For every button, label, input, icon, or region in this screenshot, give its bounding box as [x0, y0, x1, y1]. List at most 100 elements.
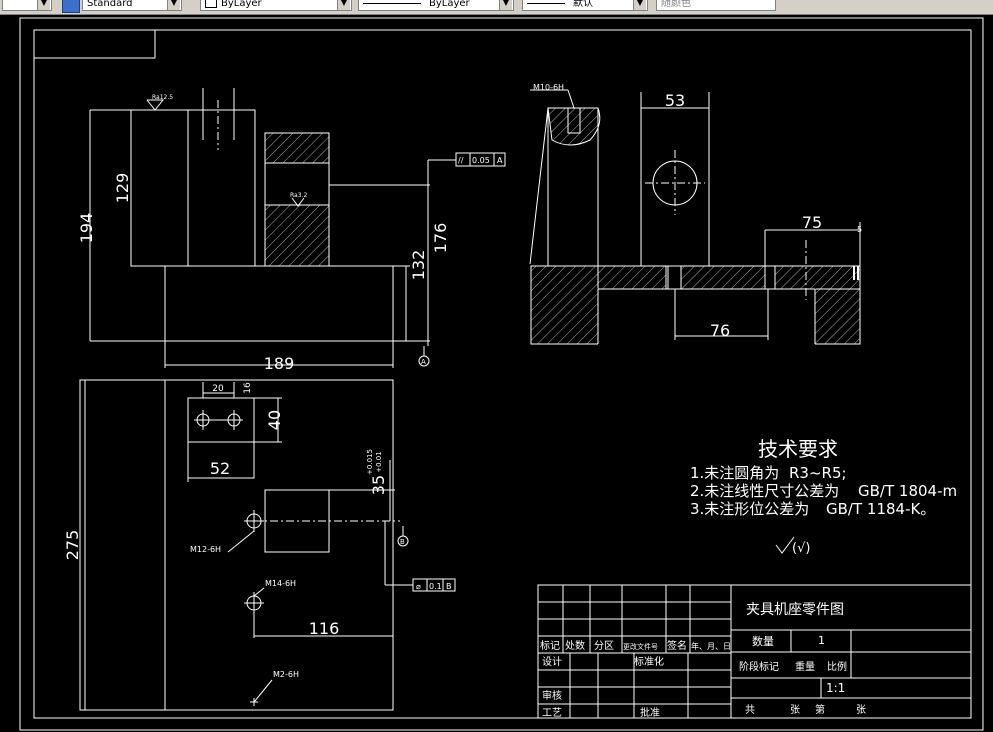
- dim-53: 53: [665, 91, 685, 110]
- dim-116: 116: [309, 619, 340, 638]
- dim-5: 5: [857, 225, 862, 234]
- fcf-parallelism: [455, 152, 506, 167]
- text-style-dropdown[interactable]: Standard ▼: [82, 0, 182, 11]
- front-view: [89, 88, 506, 368]
- upright-block: [130, 109, 256, 267]
- section-hatch-bottom: [264, 204, 330, 267]
- fcf2-datum: B: [446, 582, 452, 591]
- tech-line-3-label: 3.未注形位公差为: [690, 500, 809, 518]
- toolbar: ▼ Standard ▼ ByLayer ▼ ByLayer ▼ 默认 ▼ 随颜色: [0, 0, 993, 15]
- fcf1-symbol: //: [458, 156, 464, 165]
- top-outline: [79, 379, 394, 711]
- dim-52: 52: [210, 459, 230, 478]
- qty-value: 1: [818, 634, 825, 647]
- roughness-ra1: Ra12.5: [152, 94, 173, 101]
- header-mark: 标记: [540, 640, 560, 652]
- title-block: [537, 584, 972, 719]
- tech-line-3-value: GB/T 1184-K。: [826, 500, 935, 518]
- base-block: [164, 265, 394, 342]
- sheet-border: [19, 17, 984, 731]
- dim-194: 194: [77, 213, 96, 244]
- layer-dropdown[interactable]: ByLayer ▼: [200, 0, 352, 11]
- dim-35: 35: [369, 475, 388, 495]
- tech-title: 技术要求: [758, 437, 838, 461]
- section-view: [529, 89, 861, 345]
- callout-m14: M14-6H: [265, 579, 296, 588]
- part-name: 夹具机座零件图: [746, 602, 844, 618]
- fcf2-value: 0.1: [429, 582, 442, 591]
- label-approve: 批准: [640, 706, 660, 719]
- label-scale: 比例: [827, 660, 847, 673]
- lineweight-value: 默认: [573, 0, 593, 9]
- tech-line-2-value: GB/T 1804-m: [858, 482, 957, 500]
- fcf1-value: 0.05: [472, 156, 490, 165]
- roughness-symbol-2: [291, 197, 305, 207]
- tech-roughness: (√): [792, 541, 810, 556]
- roughness-ra2: Ra3.2: [290, 192, 307, 199]
- chevron-down-icon: ▼: [633, 0, 646, 10]
- dim-275: 275: [63, 530, 82, 561]
- roughness-symbol-1: [146, 99, 165, 111]
- tech-line-1-value: R3~R5;: [789, 464, 847, 482]
- header-date: 年、月、日: [691, 641, 731, 651]
- roughness-symbol-3: [775, 536, 795, 554]
- label-design: 设计: [542, 655, 562, 668]
- color-swatch-icon: [205, 0, 217, 8]
- tech-line-2-label: 2.未注线性尺寸公差为: [690, 482, 839, 500]
- chevron-down-icon: ▼: [167, 0, 180, 10]
- chevron-down-icon: ▼: [337, 0, 350, 10]
- dim-20: 20: [212, 384, 224, 394]
- lineweight-dropdown[interactable]: 默认 ▼: [522, 0, 648, 11]
- label-standard: 标准化: [634, 655, 664, 668]
- callout-m12: M12-6H: [190, 545, 221, 554]
- label-check: 审核: [542, 689, 562, 702]
- label-process: 工艺: [542, 707, 562, 719]
- datum-a-label: A: [421, 358, 426, 366]
- label-sheets: 张: [790, 704, 800, 716]
- dim-129: 129: [113, 173, 132, 204]
- header-count: 处数: [565, 639, 585, 652]
- dim-35-upper-tol: +0.015: [366, 449, 374, 475]
- dim-16: 16: [243, 382, 253, 394]
- header-sign: 签名: [667, 639, 687, 652]
- text-style-value: Standard: [87, 0, 133, 9]
- toolbar-blank-dropdown[interactable]: ▼: [2, 0, 52, 11]
- linetype-value: ByLayer: [429, 0, 470, 9]
- fcf-position: [412, 578, 456, 592]
- header-doc: 更改文件号: [623, 642, 658, 651]
- label-sheets-2: 张: [856, 704, 866, 716]
- label-page: 第: [815, 703, 825, 716]
- fcf2-symbol: ⌀: [416, 582, 421, 591]
- header-zone: 分区: [594, 640, 614, 652]
- linetype-dropdown[interactable]: ByLayer ▼: [358, 0, 514, 11]
- dim-176: 176: [431, 223, 450, 254]
- scale-value: 1:1: [826, 681, 845, 695]
- section-hatch-top: [264, 132, 330, 164]
- datum-b-label: B: [400, 538, 405, 546]
- qty-label: 数量: [752, 635, 774, 648]
- linetype-preview-icon: [363, 2, 421, 4]
- label-total: 共: [745, 704, 755, 716]
- dim-189: 189: [264, 354, 295, 373]
- layer-value: ByLayer: [221, 0, 262, 9]
- dim-75: 75: [802, 213, 822, 232]
- chevron-down-icon: ▼: [37, 0, 50, 10]
- text-style-icon[interactable]: [62, 0, 80, 13]
- lineweight-preview-icon: [527, 2, 565, 4]
- fcf1-datum: A: [497, 156, 503, 165]
- corner-box: [33, 29, 156, 59]
- dim-76: 76: [710, 321, 730, 340]
- plot-style-dropdown[interactable]: 随颜色: [656, 0, 776, 11]
- dim-132: 132: [409, 250, 428, 281]
- label-stage: 阶段标记: [739, 660, 779, 673]
- drawing-canvas[interactable]: 194 129 189 176 132 53 75 76 20 16 40 52…: [0, 14, 993, 732]
- top-view: [79, 379, 456, 711]
- label-weight: 重量: [795, 660, 815, 673]
- dim-35-lower-tol: +0.01: [375, 451, 383, 472]
- tech-line-1-label: 1.未注圆角为: [690, 464, 779, 482]
- chevron-down-icon: ▼: [499, 0, 512, 10]
- callout-m10: M10-6H: [533, 83, 564, 92]
- drawing-frame: [33, 29, 972, 719]
- datum-a-circle: [418, 355, 430, 367]
- plot-style-value: 随颜色: [661, 0, 691, 9]
